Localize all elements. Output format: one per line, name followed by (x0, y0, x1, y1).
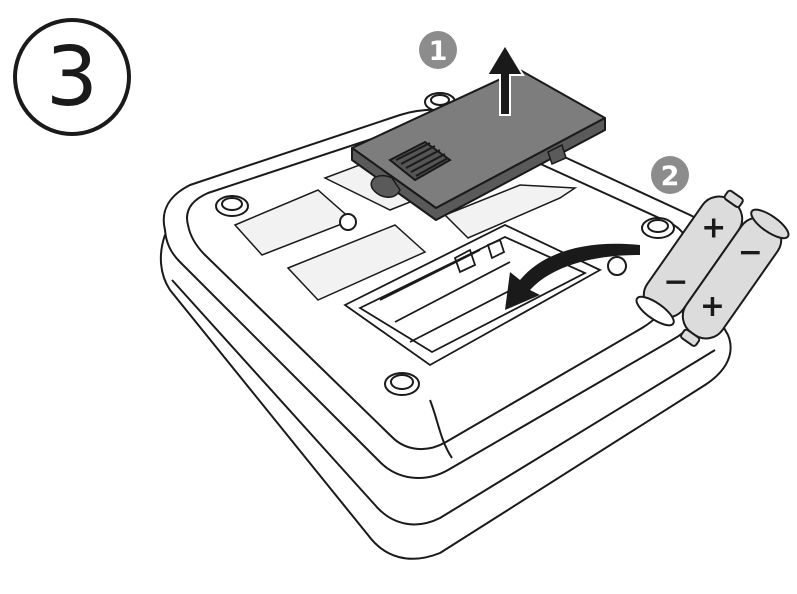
step-number-text: 3 (46, 30, 98, 125)
foot-bottom (385, 373, 419, 395)
marker-1: 1 (419, 31, 457, 69)
foot-left (216, 196, 248, 216)
marker-2-label: 2 (661, 161, 680, 192)
marker-2: 2 (651, 156, 689, 194)
marker-1-label: 1 (429, 36, 448, 67)
battery-2-minus: − (738, 235, 763, 270)
step-number-badge: 3 (15, 20, 129, 134)
battery-1-minus: − (663, 265, 688, 300)
screw-left (340, 214, 356, 230)
foot-right (642, 218, 674, 238)
battery-1-plus: + (701, 211, 726, 246)
battery-2-plus: + (700, 289, 725, 324)
screw-right (608, 257, 626, 275)
